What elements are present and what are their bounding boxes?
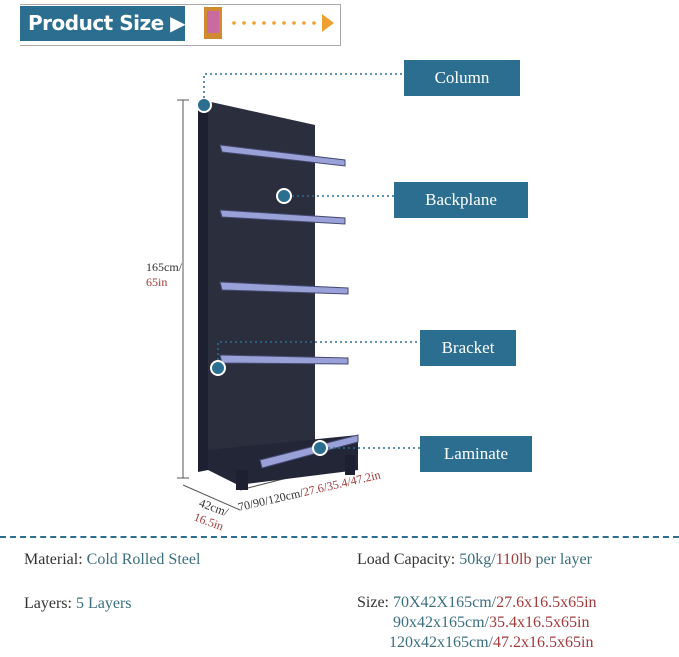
load-suffix: per layer <box>535 551 592 568</box>
size-cm: 90x42x165cm/ <box>393 614 489 631</box>
size-cm: 70X42X165cm/ <box>393 594 497 611</box>
load-label: Load Capacity: <box>357 551 456 568</box>
load-spec: Load Capacity: 50kg/110lb per layer <box>357 551 592 569</box>
material-value: Cold Rolled Steel <box>86 551 201 568</box>
size-spec: Size: 70X42X165cm/27.6x16.5x65in 90x42x1… <box>357 593 597 653</box>
height-in: 65in <box>146 275 168 289</box>
callout-bracket: Bracket <box>420 330 516 366</box>
divider <box>0 536 679 538</box>
load-lb: 110lb <box>495 551 532 568</box>
size-in: 47.2x16.5x65in <box>493 634 594 651</box>
callout-laminate: Laminate <box>420 436 532 472</box>
size-label: Size: <box>357 594 389 611</box>
height-dimension: 165cm/ 65in <box>146 260 182 290</box>
layers-spec: Layers: 5 Layers <box>24 595 132 613</box>
shelf-thumbnail-arrow-icon <box>204 7 334 39</box>
shelf-illustration <box>177 73 420 511</box>
product-size-banner <box>20 4 341 46</box>
material-label: Material: <box>24 551 83 568</box>
layers-value: 5 Layers <box>75 595 132 612</box>
size-in: 27.6x16.5x65in <box>496 594 597 611</box>
size-in: 35.4x16.5x65in <box>489 614 590 631</box>
load-kg: 50kg/ <box>459 551 496 568</box>
callout-column: Column <box>404 60 520 96</box>
layers-label: Layers: <box>24 595 72 612</box>
material-spec: Material: Cold Rolled Steel <box>24 551 200 569</box>
callout-backplane: Backplane <box>394 182 528 218</box>
height-cm: 165cm/ <box>146 260 182 274</box>
banner-title: Product Size ▶ <box>20 6 186 41</box>
size-cm: 120x42x165cm/ <box>389 634 493 651</box>
